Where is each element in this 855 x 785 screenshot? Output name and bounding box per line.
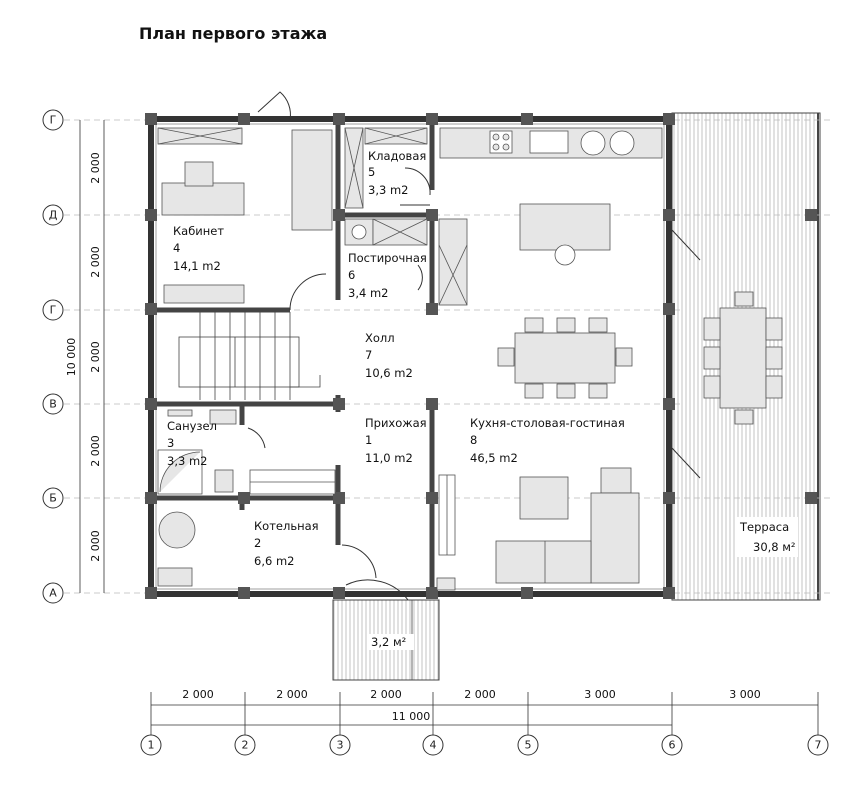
dim-bottom-4: 2 000 (464, 688, 496, 701)
room-number: 2 (254, 536, 261, 550)
room-sanuzel: Санузел 3 3,3 m2 (167, 419, 217, 468)
room-area: 3,3 m2 (368, 183, 408, 197)
dim-bottom-6: 3 000 (729, 688, 761, 701)
axis-label-b: Б (49, 492, 57, 505)
room-kabinet: Кабинет 4 14,1 m2 (173, 224, 224, 273)
laundry-appliances (344, 218, 468, 306)
room-name: Постирочная (348, 251, 427, 265)
room-prihozhaya: Прихожая 1 11,0 m2 (365, 416, 427, 465)
axis-bubbles-horizontal (42, 109, 64, 604)
axis-label-3: 3 (337, 739, 344, 752)
storage-shelves (344, 127, 428, 209)
dim-left-5: 2 000 (89, 530, 102, 562)
axis-label-4: 4 (430, 739, 437, 752)
room-area: 10,6 m2 (365, 366, 413, 380)
room-number: 3 (167, 436, 174, 450)
exterior-wall-inner-line (155, 123, 665, 590)
porch-area: 3,2 м² (371, 635, 406, 649)
dim-left-1: 2 000 (89, 152, 102, 184)
room-number: 5 (368, 165, 375, 179)
dim-bottom-2: 2 000 (276, 688, 308, 701)
dim-left-2: 2 000 (89, 246, 102, 278)
staircase (178, 312, 321, 400)
exterior-walls (148, 116, 672, 597)
room-number: 4 (173, 241, 180, 255)
dim-bottom-1: 2 000 (182, 688, 214, 701)
axis-label-5: 5 (525, 739, 532, 752)
room-terrasa: Терраса 30,8 м² (736, 517, 798, 557)
dining-table (497, 317, 633, 399)
terrace-table (703, 291, 783, 425)
axis-label-7: 7 (815, 739, 822, 752)
axis-bubbles-vertical (140, 734, 829, 756)
dim-left-4: 2 000 (89, 435, 102, 467)
axis-label-2: 2 (242, 739, 249, 752)
living-furniture (436, 467, 640, 591)
dim-bottom-3: 2 000 (370, 688, 402, 701)
room-number: 8 (470, 433, 477, 447)
room-postirochnaya: Постирочная 6 3,4 m2 (348, 251, 427, 300)
room-area: 11,0 m2 (365, 451, 413, 465)
room-kuhnya: Кухня-столовая-гостиная 8 46,5 m2 (470, 416, 625, 465)
axis-label-v: В (49, 398, 57, 411)
dim-total-bottom: 11 000 (392, 710, 431, 723)
room-name: Кухня-столовая-гостиная (470, 416, 625, 430)
kitchen-counter (439, 127, 663, 266)
axis-label-1: 1 (148, 739, 155, 752)
dim-bottom-5: 3 000 (584, 688, 616, 701)
room-area: 3,3 m2 (167, 454, 207, 468)
dim-total-left: 10 000 (65, 338, 78, 377)
room-kladovaya: Кладовая 5 3,3 m2 (368, 149, 426, 197)
room-number: 6 (348, 268, 355, 282)
room-number: 1 (365, 433, 372, 447)
room-holl: Холл 7 10,6 m2 (365, 331, 413, 380)
room-number: 7 (365, 348, 372, 362)
room-name: Холл (365, 331, 395, 345)
dim-left-3: 2 000 (89, 341, 102, 373)
axis-label-a: А (49, 587, 57, 600)
room-area: 30,8 м² (753, 540, 796, 554)
room-name: Прихожая (365, 416, 427, 430)
bathroom-fixtures (157, 409, 336, 587)
room-area: 14,1 m2 (173, 259, 221, 273)
axis-label-g: Г (50, 304, 57, 317)
room-area: 6,6 m2 (254, 554, 294, 568)
room-name: Кабинет (173, 224, 224, 238)
room-area: 3,4 m2 (348, 286, 388, 300)
plan-title: План первого этажа (139, 24, 328, 43)
dimension-lines (79, 120, 819, 735)
axis-label-g-top: Г (50, 114, 57, 127)
doors (247, 91, 701, 601)
cabinet-furniture (157, 127, 333, 304)
room-area: 46,5 m2 (470, 451, 518, 465)
room-name: Санузел (167, 419, 217, 433)
room-name: Котельная (254, 519, 319, 533)
room-name: Терраса (739, 520, 789, 534)
porch-label: 3,2 м² (368, 634, 414, 650)
axis-label-6: 6 (669, 739, 676, 752)
room-kotelnaya: Котельная 2 6,6 m2 (254, 519, 319, 568)
axis-label-d: Д (49, 209, 58, 222)
room-name: Кладовая (368, 149, 426, 163)
column-markers (145, 113, 817, 599)
